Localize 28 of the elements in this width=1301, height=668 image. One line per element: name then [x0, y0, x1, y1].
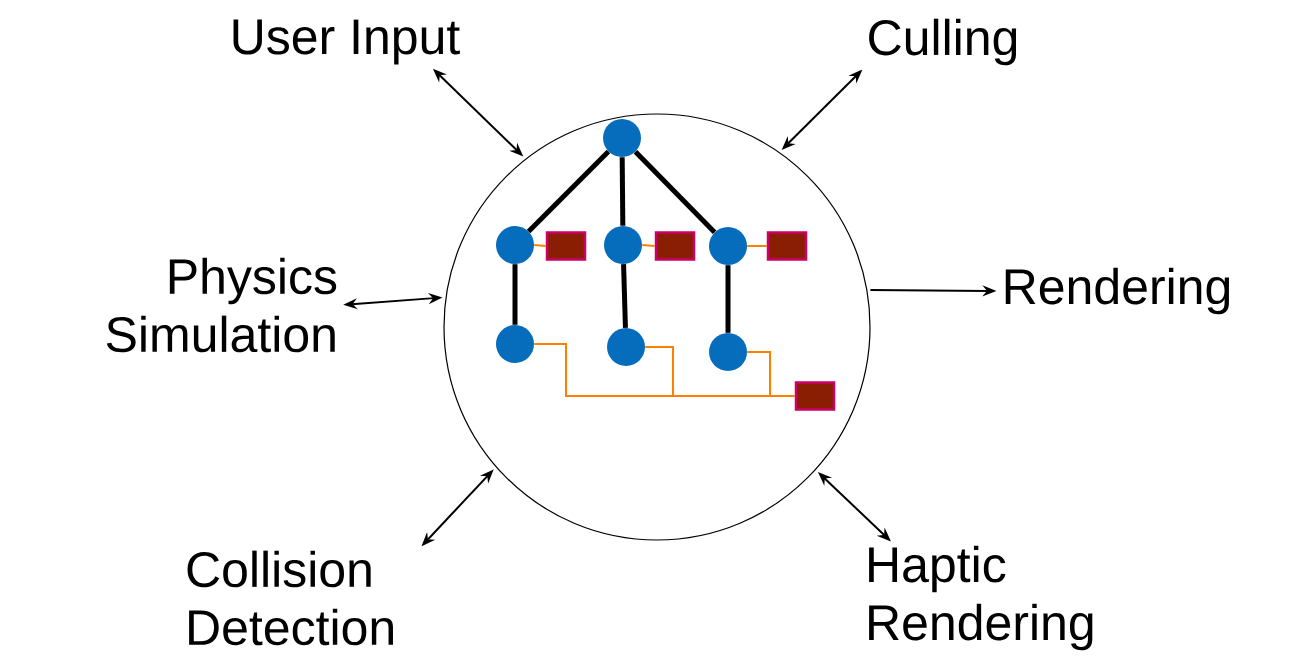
component-label: Rendering [1005, 267, 1230, 315]
data-block [545, 231, 587, 261]
tree-edge [633, 149, 717, 235]
data-block [794, 381, 836, 411]
graph-node [603, 119, 641, 157]
boundary-circle [443, 113, 871, 541]
graph-node [709, 333, 747, 371]
graph-node [709, 227, 747, 265]
connector-line [746, 245, 768, 247]
component-label: Collision Detection [187, 550, 393, 646]
tree-edge [619, 157, 626, 226]
tree-edge [725, 265, 731, 333]
component-label: Physics Simulation [106, 257, 337, 353]
tree-edge [621, 264, 628, 328]
graph-node [496, 226, 534, 264]
tree-edge [512, 264, 518, 325]
data-block [766, 231, 808, 261]
tree-edge [526, 149, 611, 234]
component-label: Culling [869, 18, 1017, 66]
graph-node [496, 325, 534, 363]
data-block [654, 231, 696, 261]
connector-line [641, 244, 656, 247]
component-label: Haptic Rendering [869, 545, 1093, 651]
connector-line [746, 351, 796, 397]
graph-node [607, 328, 645, 366]
connector-line [533, 244, 547, 247]
graph-node [604, 226, 642, 264]
component-label: User Input [233, 19, 460, 65]
